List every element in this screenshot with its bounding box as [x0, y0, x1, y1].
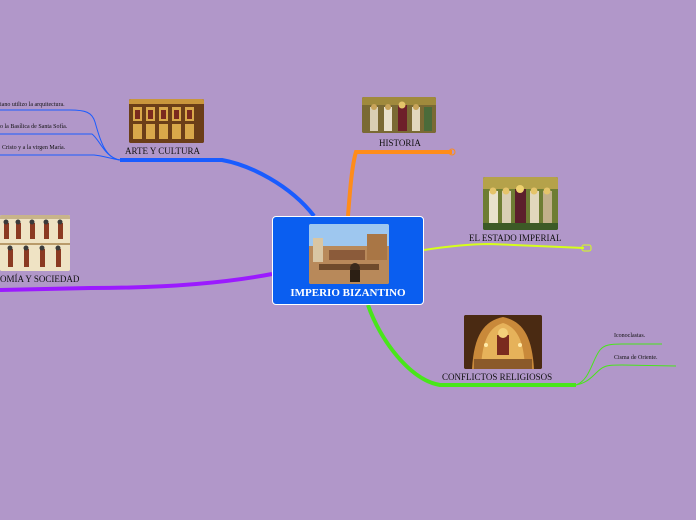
- arte-image: [129, 99, 204, 143]
- conflictos-label[interactable]: CONFLICTOS RELIGIOSOS: [442, 372, 553, 382]
- arte-subitem-3[interactable]: Cristo y a la virgen María.: [2, 145, 66, 151]
- historia-collapse-handle[interactable]: [448, 148, 456, 156]
- estado-label[interactable]: EL ESTADO IMPERIAL: [469, 233, 562, 243]
- central-node[interactable]: IMPERIO BIZANTINO: [272, 216, 424, 305]
- connector-historia: [346, 150, 452, 217]
- arte-label[interactable]: ARTE Y CULTURA: [125, 146, 200, 156]
- arte-subitem-1[interactable]: iano utilizo la arquitectura.: [0, 102, 65, 108]
- estado-collapse-handle[interactable]: [581, 244, 592, 252]
- connector-estado: [423, 242, 585, 251]
- economia-image: [0, 215, 70, 271]
- economia-label[interactable]: OMÍA Y SOCIEDAD: [0, 274, 80, 284]
- central-image: [309, 224, 389, 284]
- connector-conflictos: [366, 304, 576, 387]
- historia-label[interactable]: HISTORIA: [379, 138, 421, 148]
- historia-image: [362, 97, 436, 133]
- arte-subitem-2[interactable]: o la Basílica de Santa Sofía.: [0, 124, 68, 130]
- conflictos-subitem-2[interactable]: Cisma de Oriente.: [614, 355, 658, 361]
- conflictos-image: [464, 315, 542, 369]
- estado-image: [483, 177, 558, 230]
- central-title: IMPERIO BIZANTINO: [290, 287, 406, 299]
- conflictos-subitem-1[interactable]: Iconoclastas.: [614, 333, 646, 339]
- connector-arte: [120, 158, 316, 218]
- connector-economia: [0, 272, 273, 292]
